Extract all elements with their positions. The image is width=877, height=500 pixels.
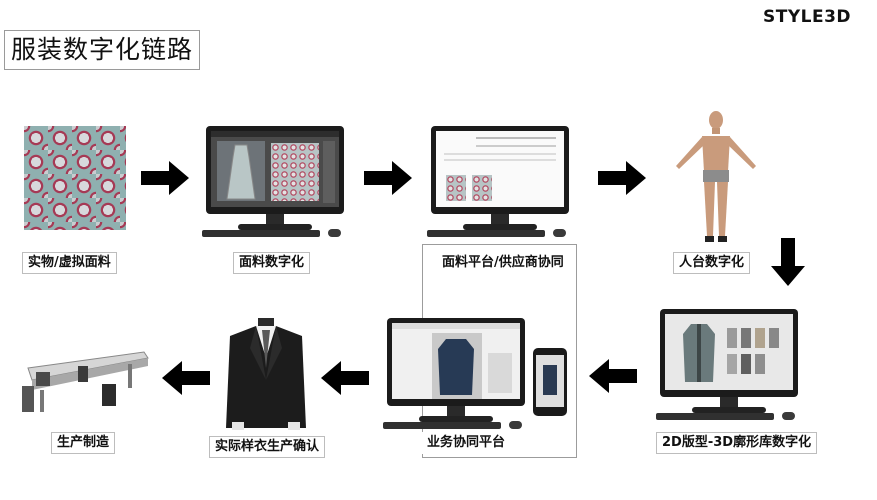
label-production: 生产制造	[51, 432, 116, 454]
arrow-left-2	[321, 361, 369, 395]
label-pattern-3d: 2D版型-3D廓形库数字化	[656, 432, 818, 454]
arrow-left-3	[162, 361, 210, 395]
label-business-platform: 业务协同平台	[421, 432, 512, 454]
label-avatar-digital: 人台数字化	[673, 252, 751, 274]
arrow-left-1	[589, 359, 637, 393]
brand-logo: STYLE3D	[763, 7, 852, 27]
cutting-machine-image	[22, 351, 149, 412]
fabric-platform-monitor	[427, 126, 569, 239]
label-fabric-platform: 面料平台/供应商协同	[436, 252, 570, 274]
label-sample-confirm: 实际样衣生产确认	[209, 436, 326, 458]
fabric-swatch-image	[24, 126, 126, 230]
suit-jacket-icon	[438, 339, 474, 395]
suit-sample-image	[226, 318, 306, 430]
smartphone	[533, 348, 567, 416]
fabric-digitization-monitor	[202, 126, 344, 239]
label-fabric-digital: 面料数字化	[233, 252, 311, 274]
pattern-3d-monitor	[656, 309, 798, 422]
dress-icon	[226, 144, 256, 200]
arrow-right-3	[598, 161, 646, 195]
arrow-right-1	[141, 161, 189, 195]
page-title: 服装数字化链路	[4, 30, 201, 70]
arrow-right-2	[364, 161, 412, 195]
label-fabric-physical: 实物/虚拟面料	[22, 252, 117, 274]
avatar-figure	[676, 111, 756, 242]
jacket-icon	[683, 324, 715, 382]
arrow-down	[771, 238, 805, 286]
business-platform-monitor	[383, 318, 525, 431]
